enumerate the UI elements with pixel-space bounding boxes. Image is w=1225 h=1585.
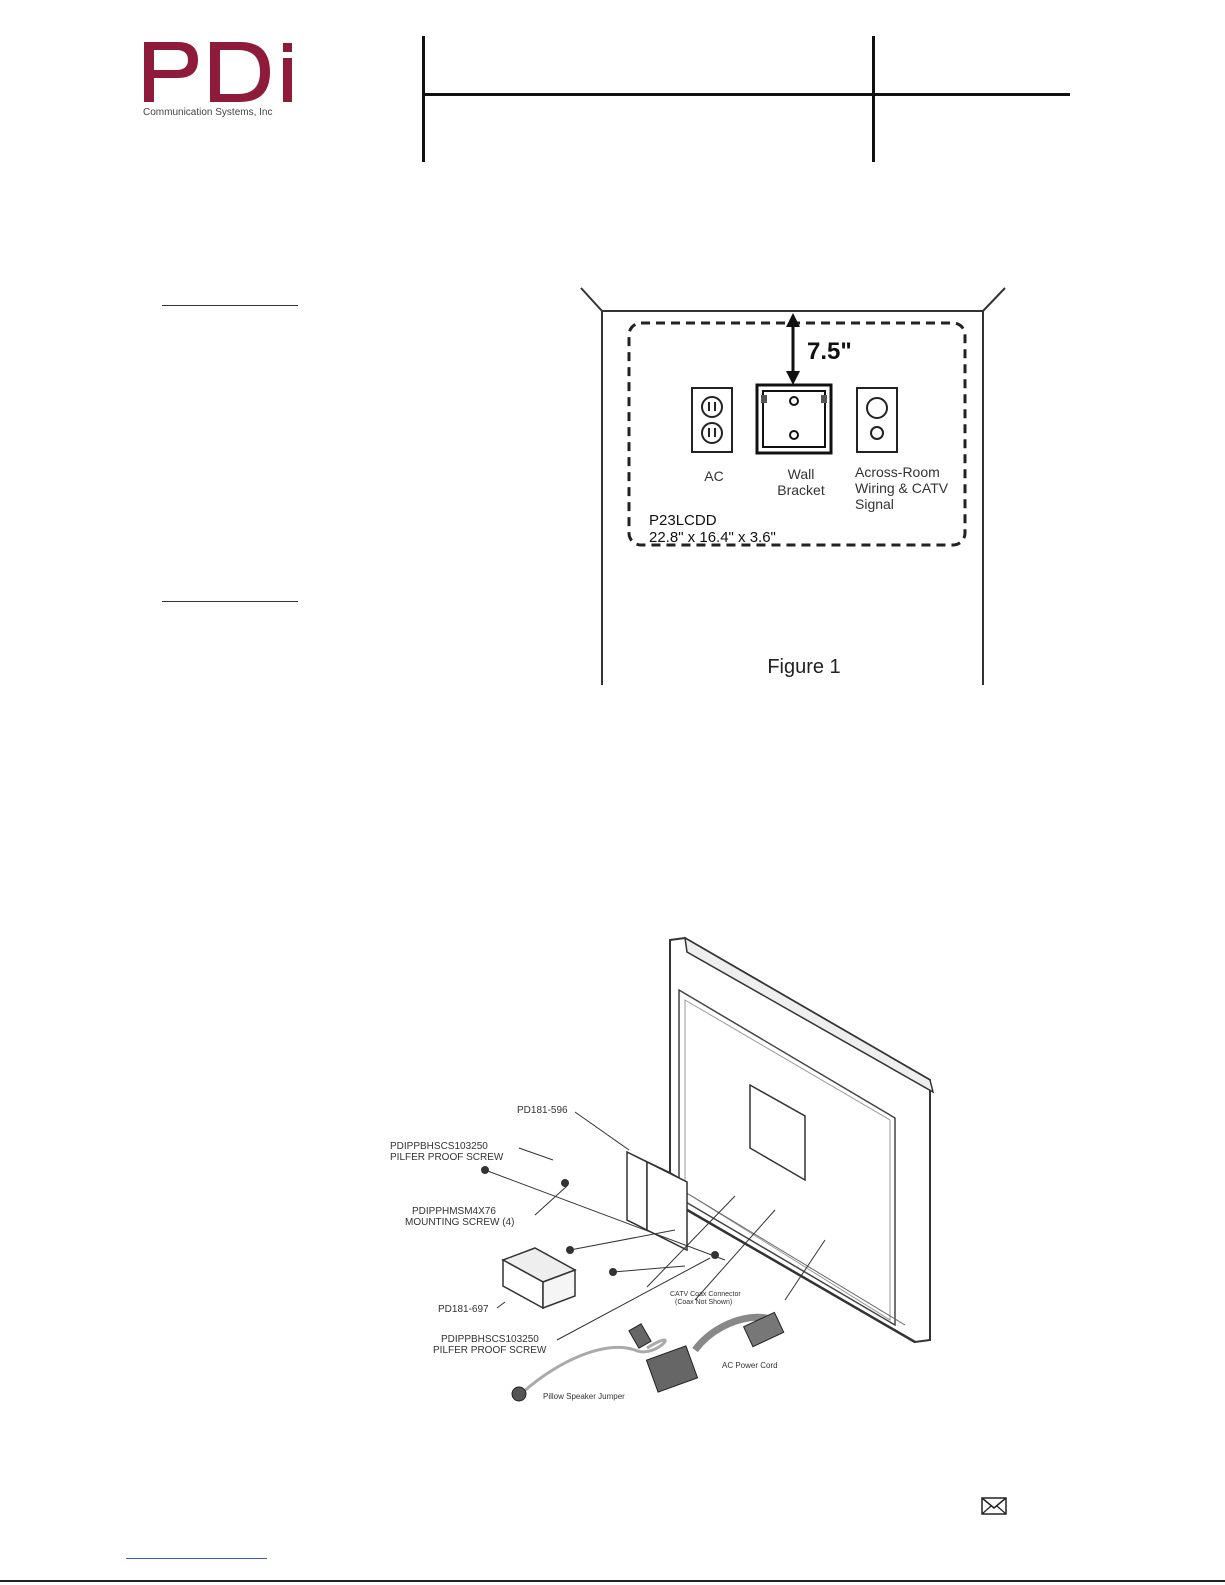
document-header: Communication Systems, Inc	[132, 36, 1070, 162]
wiring-catv-label: Wiring & CATV	[855, 480, 949, 496]
footer-rule	[0, 1580, 1225, 1582]
bracket-label: Bracket	[777, 482, 825, 498]
callout-screw-a-part: PDIPPBHSCS103250	[390, 1141, 488, 1152]
footer-link-underline[interactable]	[126, 1558, 267, 1559]
callout-screw-b-part: PDIPPBHSCS103250	[441, 1334, 539, 1345]
callout-pd181-697: PD181-697	[438, 1304, 489, 1315]
callout-ac-cord: AC Power Cord	[722, 1361, 778, 1370]
header-row-divider	[424, 93, 1070, 96]
callout-catv-note: (Coax Not Shown)	[675, 1299, 732, 1306]
model-size-label: 22.8" x 16.4" x 3.6"	[649, 529, 776, 546]
figure-1: 7.5" AC Wall Bracket Across-Room Wiring …	[580, 287, 1006, 685]
envelope-icon	[981, 1497, 1007, 1515]
model-label: P23LCDD	[649, 512, 717, 529]
across-room-label: Across-Room	[855, 464, 940, 480]
callout-pd181-596: PD181-596	[517, 1105, 568, 1116]
callout-pillow-jumper: Pillow Speaker Jumper	[543, 1392, 625, 1401]
figure-2: PD181-596 PDIPPBHSCS103250 PILFER PROOF …	[390, 936, 935, 1402]
logo-mark	[144, 42, 292, 102]
header-divider	[422, 36, 425, 162]
callout-mount-part: PDIPPHMSM4X76	[412, 1206, 496, 1217]
header-divider	[872, 36, 875, 162]
signal-label: Signal	[855, 496, 894, 512]
callout-catv: CATV Coax Connector	[670, 1291, 741, 1298]
ac-label: AC	[704, 468, 723, 484]
callout-screw-b-desc: PILFER PROOF SCREW	[433, 1345, 547, 1356]
logo-subtitle: Communication Systems, Inc	[143, 107, 273, 118]
wall-label: Wall	[788, 466, 815, 482]
heading-underline	[162, 305, 298, 306]
callout-screw-a-desc: PILFER PROOF SCREW	[390, 1152, 504, 1163]
heading-underline	[162, 601, 298, 602]
callout-mount-desc: MOUNTING SCREW (4)	[405, 1217, 514, 1228]
figure-1-caption: Figure 1	[767, 656, 840, 678]
dimension-label: 7.5"	[807, 338, 852, 365]
company-logo: Communication Systems, Inc	[132, 36, 422, 162]
